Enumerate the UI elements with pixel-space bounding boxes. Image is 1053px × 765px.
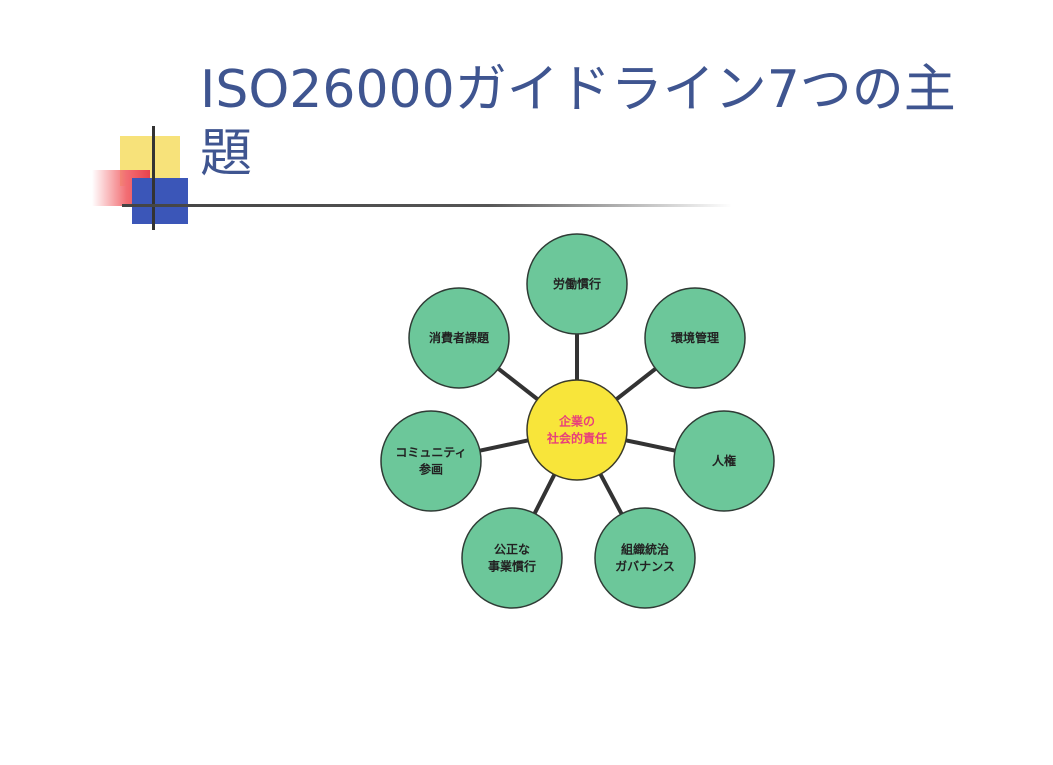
node-label-community-line-1: コミュニティ xyxy=(395,446,466,460)
node-label-environment-line-1: 環境管理 xyxy=(671,330,719,345)
slide-title: ISO26000ガイドライン7つの主題 xyxy=(200,60,956,184)
connector-group xyxy=(477,332,678,517)
node-circle-human-rights xyxy=(673,410,775,512)
node-circle-consumer xyxy=(408,287,510,389)
node-circle-governance xyxy=(594,507,696,609)
connector-environment xyxy=(613,365,659,403)
node-circle-community xyxy=(380,410,482,512)
title-underline xyxy=(122,204,732,207)
node-label-governance-line-1: 組織統治 xyxy=(621,542,669,557)
decor-blue-square xyxy=(132,178,188,224)
center-label-line-1: 企業の xyxy=(558,414,595,429)
node-consumer: 消費者課題 xyxy=(408,287,510,389)
node-label-human-rights-line-1: 人権 xyxy=(712,453,736,468)
node-environment: 環境管理 xyxy=(644,287,746,389)
connector-governance xyxy=(597,471,625,517)
node-circle-labor xyxy=(526,233,628,335)
node-circle-environment xyxy=(644,287,746,389)
node-label-fair-practice-line-1: 公正な xyxy=(494,543,530,557)
node-label-governance-line-2: ガバナンス xyxy=(615,559,675,574)
connector-community xyxy=(477,438,531,453)
center-label-line-2: 社会的責任 xyxy=(546,431,607,446)
connector-fair-practice xyxy=(531,471,558,517)
node-label-consumer-line-1: 消費者課題 xyxy=(429,330,490,345)
decor-vertical-line xyxy=(152,126,155,230)
connector-consumer xyxy=(495,365,541,403)
node-label-fair-practice-line-2: 事業慣行 xyxy=(488,559,536,574)
node-label-community-line-2: 参画 xyxy=(419,462,443,477)
connector-human-rights xyxy=(623,437,678,454)
node-human-rights: 人権 xyxy=(673,410,775,512)
center-circle xyxy=(526,379,628,481)
node-labor: 労働慣行 xyxy=(526,233,628,335)
node-label-labor-line-1: 労働慣行 xyxy=(553,276,601,291)
node-circle-fair-practice xyxy=(461,507,563,609)
